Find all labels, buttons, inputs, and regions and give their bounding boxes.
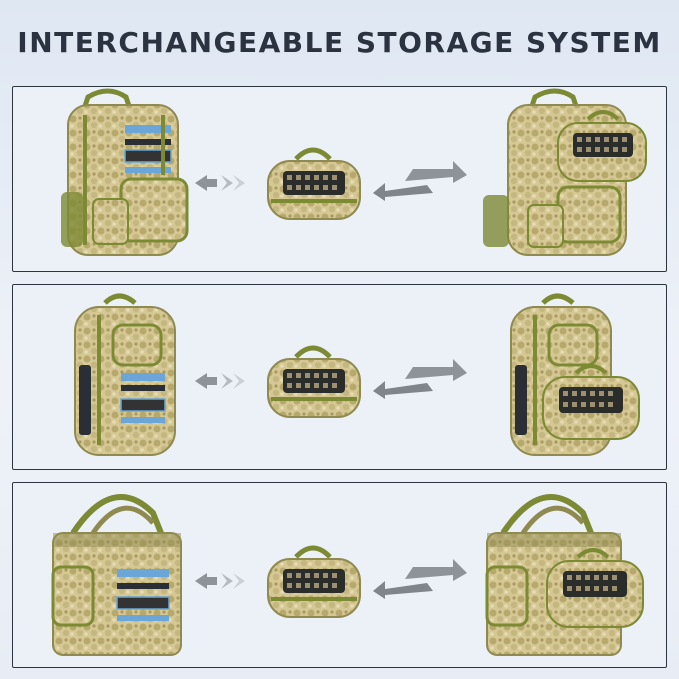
arrow-left-icon <box>195 573 245 589</box>
sling-pack-image <box>74 293 176 456</box>
swap-arrows-icon <box>373 359 467 399</box>
arrow-left-icon <box>195 373 245 389</box>
row-sling-pack <box>12 284 667 470</box>
swap-arrows-icon <box>373 161 467 201</box>
arrow-left-icon <box>195 175 245 191</box>
pouch-image <box>267 545 361 618</box>
page-title: INTERCHANGEABLE STORAGE SYSTEM <box>17 26 662 59</box>
row-cooler-bag <box>12 482 667 668</box>
pouch-image <box>267 345 361 418</box>
backpack-with-pouch-image <box>483 88 647 256</box>
cooler-bag-with-pouch-image <box>485 494 644 656</box>
row-backpack <box>12 86 667 272</box>
pouch-image <box>267 147 361 220</box>
swap-arrows-icon <box>373 559 467 599</box>
cooler-bag-image <box>51 494 182 656</box>
sling-pack-with-pouch-image <box>510 293 640 456</box>
backpack-front-image <box>61 88 189 256</box>
